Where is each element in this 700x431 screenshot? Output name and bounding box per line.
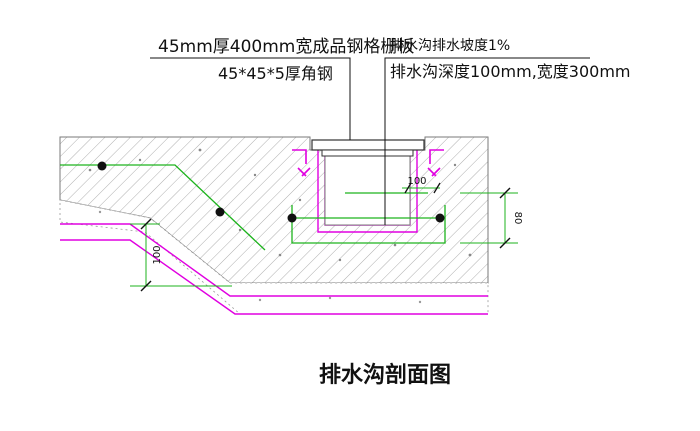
dimension-100-left	[130, 218, 232, 292]
grating-plate	[311, 139, 425, 157]
drawing-title: 排水沟剖面图	[319, 362, 451, 388]
angle-steel-label: 45*45*5厚角钢	[218, 64, 333, 83]
grating-spec-label: 45mm厚400mm宽成品钢格栅板	[158, 37, 414, 57]
aggregate-dots	[88, 148, 472, 262]
leader-lines	[150, 57, 590, 225]
dimension-80	[460, 187, 518, 249]
angle-steel-left	[292, 149, 311, 177]
drain-slope-label: 排水沟排水坡度1%	[390, 38, 510, 54]
angle-steel-right	[427, 149, 444, 177]
subbase-layer	[59, 199, 489, 315]
drain-size-label: 排水沟深度100mm,宽度300mm	[390, 62, 631, 81]
concrete-slab	[59, 136, 489, 284]
rebar-lines	[60, 164, 446, 251]
dimension-100-left-text: 100	[152, 245, 163, 264]
dimension-100-top	[402, 182, 441, 194]
rebar-dots	[97, 161, 445, 223]
dimension-80-text: 80	[512, 212, 523, 225]
dimension-100-top-text: 100	[407, 176, 426, 187]
drain-channel	[324, 149, 411, 226]
